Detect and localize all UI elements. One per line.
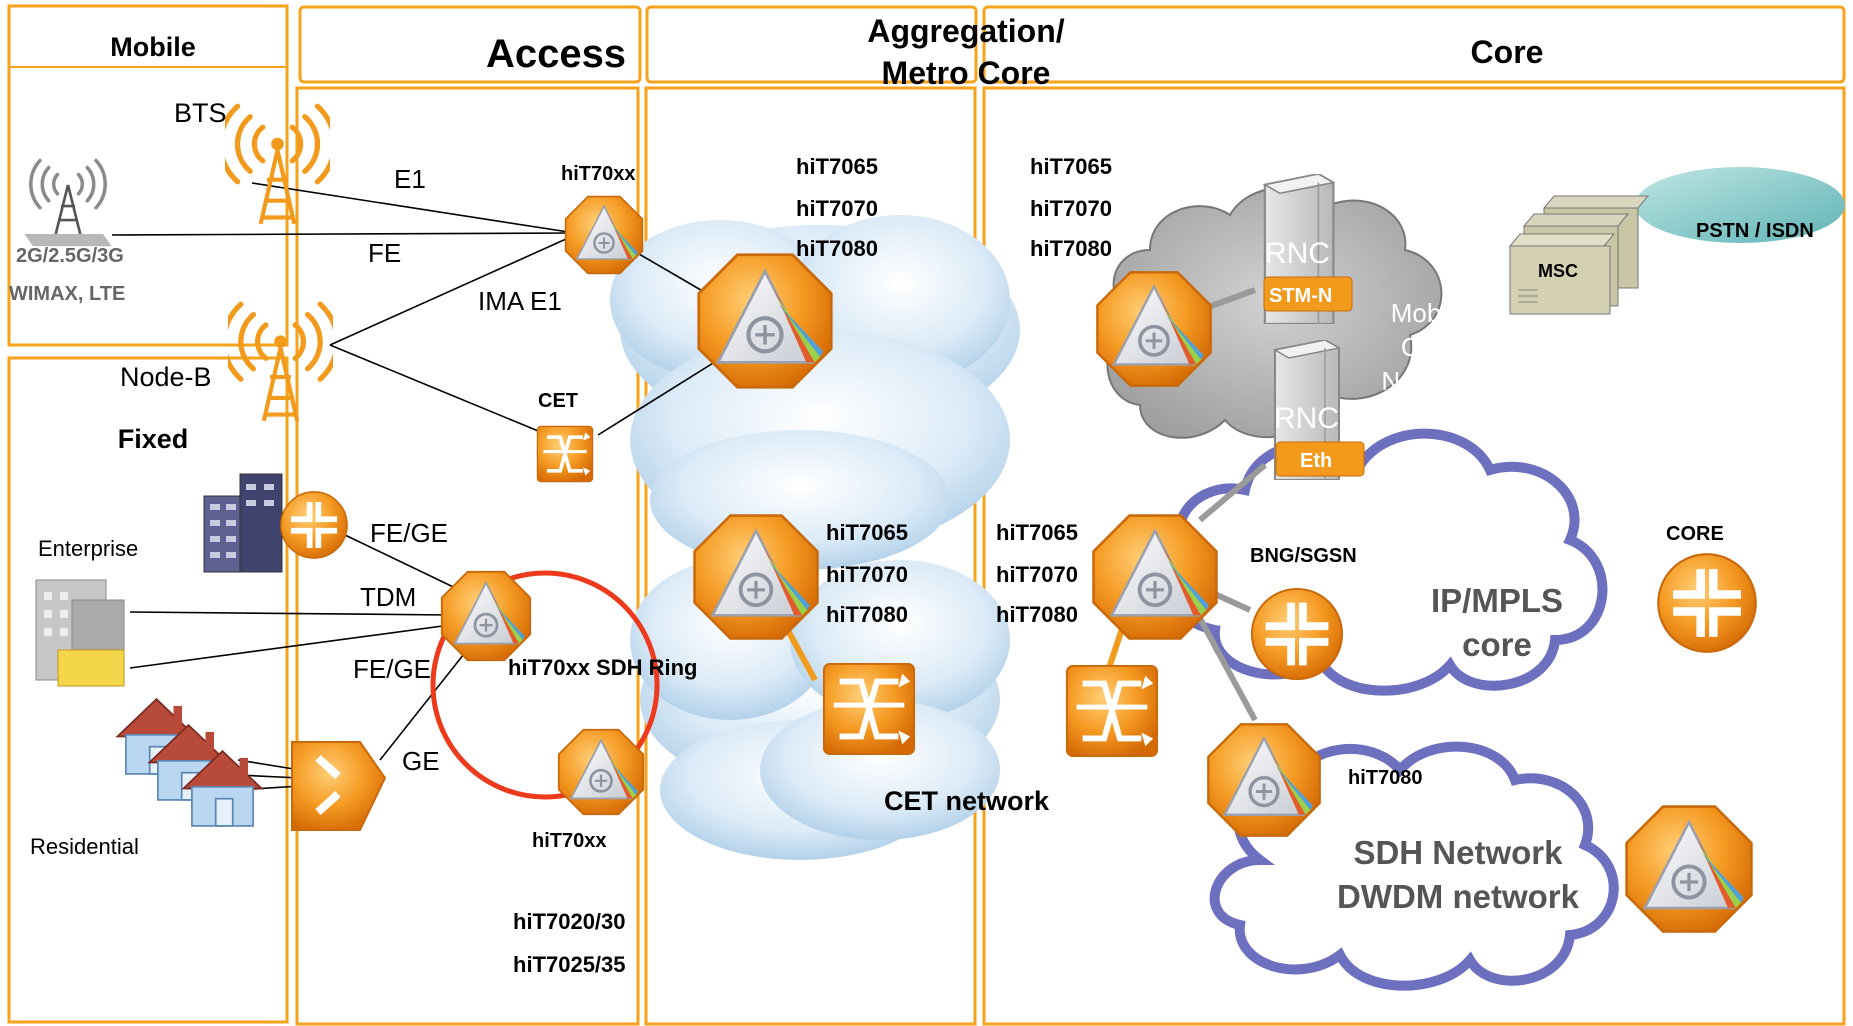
agg-mid-left-3: hiT7080	[826, 602, 908, 627]
residential-gateway-icon	[291, 741, 387, 831]
aggregation-header-line1: Aggregation/	[867, 13, 1064, 49]
bng-router-icon	[1252, 589, 1342, 679]
ring-bottom-node-icon	[557, 728, 645, 816]
aggregation-header-box	[645, 5, 978, 84]
cet-network-label: CET network	[884, 786, 1050, 816]
links	[111, 182, 1267, 800]
rnc1-port-label: STM-N	[1269, 285, 1332, 307]
fixed-header: Fixed	[118, 424, 189, 454]
hit7080-label: hiT7080	[1348, 767, 1422, 789]
agg-top-left-3: hiT7080	[796, 236, 878, 261]
agg-top-right-1: hiT7065	[1030, 154, 1112, 179]
fe-ge-label-2: FE/GE	[353, 654, 431, 684]
agg-top-left-node-icon	[699, 255, 831, 387]
agg-mid-right-node-icon	[1091, 513, 1219, 641]
fe-label: FE	[368, 238, 401, 268]
agg-top-right-2: hiT7070	[1030, 196, 1112, 221]
bng-label: BNG/SGSN	[1250, 545, 1357, 567]
tdm-label: TDM	[360, 582, 416, 612]
rnc2-port-label: Eth	[1300, 450, 1332, 472]
access-header-box	[298, 5, 642, 84]
office-building-icon	[35, 579, 125, 687]
mobile-header: Mobile	[110, 32, 196, 62]
node-b-label: Node-B	[120, 362, 212, 392]
fe-ge-label-1: FE/GE	[370, 518, 448, 548]
mobile-core-label-1: Mobile	[1391, 298, 1468, 328]
sdh-label-2: DWDM network	[1337, 878, 1580, 915]
cet-network-right-switch-icon	[1067, 666, 1157, 756]
sdh-network-node-icon	[1624, 804, 1754, 934]
core-router-label: CORE	[1666, 523, 1724, 545]
sdh-ring	[430, 570, 660, 800]
agg-mid-right-2: hiT7070	[996, 562, 1078, 587]
rnc2-port-badge	[1275, 441, 1365, 477]
mobile-panel	[7, 4, 289, 347]
ip-mpls-cloud-icon	[1166, 428, 1608, 696]
core-header-box	[982, 5, 1846, 84]
agg-mid-right-3: hiT7080	[996, 602, 1078, 627]
ima-e1-label: IMA E1	[478, 286, 562, 316]
rnc1-label: RNC	[1265, 237, 1330, 270]
ge-label: GE	[402, 746, 440, 776]
e1-label: E1	[394, 164, 426, 194]
cet-access-switch-icon	[535, 424, 595, 484]
sdh-label-1: SDH Network	[1353, 834, 1563, 871]
agg-top-left-1: hiT7065	[796, 154, 878, 179]
hit70xx-top-node-icon	[564, 195, 644, 275]
agg-top-right-node-icon	[1095, 270, 1213, 388]
aggregation-header-line2: Metro Core	[882, 55, 1051, 91]
models-label-1: hiT7020/30	[513, 909, 626, 934]
core-header: Core	[1471, 34, 1544, 70]
fixed-panel	[7, 356, 289, 1024]
bts-label: BTS	[174, 98, 227, 128]
mobile-core-label-2: Core	[1401, 332, 1457, 362]
sdh-ring-label: hiT70xx SDH Ring	[508, 655, 697, 680]
hit70xx-bottom-label: hiT70xx	[532, 830, 606, 852]
pstn-cloud-icon	[1635, 167, 1845, 243]
access-header: Access	[486, 32, 626, 76]
tech-line2: WIMAX, LTE	[9, 283, 125, 305]
access-panel	[295, 86, 640, 1026]
nodeb-antenna-icon	[224, 304, 337, 421]
aggregation-cloud-icon	[610, 215, 1020, 570]
agg-mid-left-1: hiT7065	[826, 520, 908, 545]
hit70xx-top-label: hiT70xx	[561, 163, 635, 185]
enterprise-router-icon	[281, 492, 347, 558]
cet-network-left-switch-icon	[824, 664, 914, 754]
gray-antenna-icon	[22, 158, 114, 249]
agg-top-left-2: hiT7070	[796, 196, 878, 221]
models-label-2: hiT7025/35	[513, 952, 626, 977]
enterprise-label: Enterprise	[38, 536, 138, 561]
core-router-icon	[1658, 554, 1756, 652]
residential-label: Residential	[30, 834, 139, 859]
cet-label: CET	[538, 390, 578, 412]
agg-mid-right-1: hiT7065	[996, 520, 1078, 545]
tech-line1: 2G/2.5G/3G	[16, 245, 124, 267]
msc-label: MSC	[1538, 261, 1578, 281]
core-panel	[982, 86, 1846, 1026]
agg-top-right-3: hiT7080	[1030, 236, 1112, 261]
agg-mid-left-node-icon	[692, 513, 820, 641]
bts-antenna-icon	[221, 106, 335, 224]
msc-server-icon	[1508, 195, 1650, 315]
core-hit7080-node-icon	[1206, 722, 1322, 838]
ip-mpls-label-1: IP/MPLS	[1431, 582, 1563, 619]
aggregation-panel	[644, 86, 977, 1026]
ring-access-node-icon	[440, 570, 532, 662]
mobile-core-label-3: Network	[1381, 366, 1477, 396]
enterprise-building-icon	[203, 473, 283, 573]
rnc2-label: RNC	[1274, 402, 1339, 435]
agg-mid-left-2: hiT7070	[826, 562, 908, 587]
ip-mpls-label-2: core	[1462, 626, 1532, 663]
rnc1-port-badge	[1263, 276, 1353, 312]
pstn-label: PSTN / ISDN	[1696, 220, 1814, 242]
